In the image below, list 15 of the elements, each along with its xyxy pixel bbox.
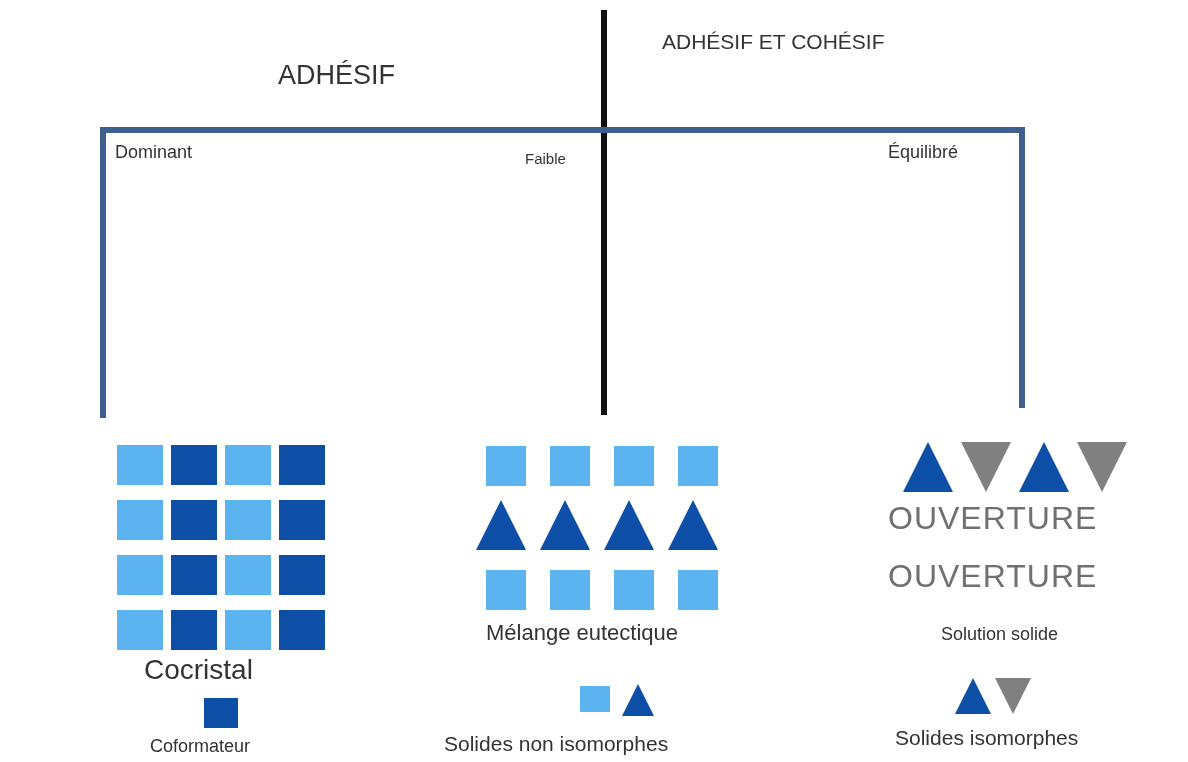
pattern-caption: Solution solide bbox=[941, 624, 1059, 645]
legend-text: Coformateur bbox=[150, 736, 251, 757]
connector-line bbox=[100, 127, 600, 418]
heading-label: ADHÉSIF bbox=[278, 60, 396, 91]
connector-line bbox=[601, 10, 607, 415]
heading-label: ADHÉSIF ET COHÉSIF bbox=[662, 30, 885, 54]
legend-text: Solides isomorphes bbox=[895, 726, 1079, 750]
overlay-text: OUVERTURE bbox=[888, 500, 1098, 537]
edge-label: Équilibré bbox=[888, 142, 959, 163]
connector-line bbox=[600, 127, 1025, 408]
legend-text: Solides non isomorphes bbox=[444, 732, 669, 756]
pattern-caption: Mélange eutectique bbox=[486, 620, 679, 646]
pattern-caption: Cocristal bbox=[144, 654, 253, 686]
edge-label: Faible bbox=[525, 150, 566, 167]
overlay-text: OUVERTURE bbox=[888, 558, 1098, 595]
